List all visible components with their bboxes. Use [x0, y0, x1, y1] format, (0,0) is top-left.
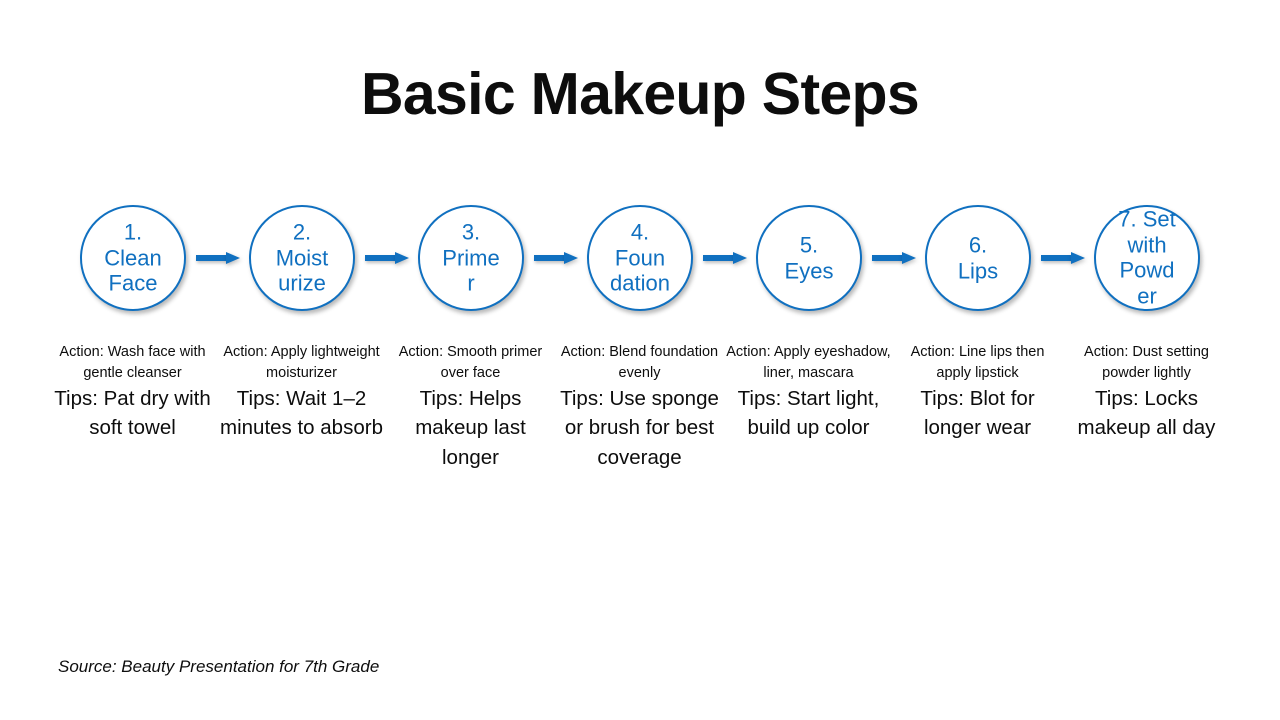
arrow-head: [1071, 252, 1085, 264]
step-action-text-3: Action: Smooth primer over face: [398, 344, 543, 381]
arrow-right-icon: [196, 252, 240, 264]
step-tips-text-1: Tips: Pat dry with soft towel: [54, 387, 211, 440]
step-circle-5: [756, 205, 862, 311]
arrow-right-icon: [872, 252, 916, 264]
step-tips-text-4: Tips: Use sponge or brush for best cover…: [560, 387, 719, 469]
step-tips-text-6: Tips: Blot for longer wear: [920, 387, 1035, 440]
step-action-text-6: Action: Line lips then apply lipstick: [910, 344, 1045, 381]
arrow-shaft: [365, 255, 397, 261]
arrow-right-icon: [534, 252, 578, 264]
step-circle-6: [925, 205, 1031, 311]
arrow-head: [733, 252, 747, 264]
step-node-6[interactable]: 6. Lips: [925, 205, 1031, 311]
step-tips-text-3: Tips: Helps makeup last longer: [415, 387, 526, 469]
step-circle-1: [80, 205, 186, 311]
step-circle-2: [249, 205, 355, 311]
arrow-shaft: [534, 255, 566, 261]
step-circle-7: [1094, 205, 1200, 311]
process-flow-diagram: 1. Clean Face 2. Moisturize 3. Primer 4. Fo…: [80, 205, 1200, 311]
arrow-right-icon: [703, 252, 747, 264]
step-circle-3: [418, 205, 524, 311]
step-node-5[interactable]: 5. Eyes: [756, 205, 862, 311]
step-action-text-7: Action: Dust setting powder lightly: [1084, 344, 1209, 381]
step-node-2[interactable]: 2. Moisturize: [249, 205, 355, 311]
arrow-shaft: [1041, 255, 1073, 261]
step-action-text-1: Action: Wash face with gentle cleanser: [59, 344, 206, 381]
arrow-right-icon: [365, 252, 409, 264]
arrow-head: [902, 252, 916, 264]
step-node-3[interactable]: 3. Primer: [418, 205, 524, 311]
step-node-4[interactable]: 4. Foundation: [587, 205, 693, 311]
arrow-right-icon: [1041, 252, 1085, 264]
page-title: Basic Makeup Steps: [361, 61, 920, 127]
source-note: Source: Beauty Presentation for 7th Grad…: [58, 657, 380, 676]
step-node-1[interactable]: 1. Clean Face: [80, 205, 186, 311]
step-tips-text-7: Tips: Locks makeup all day: [1077, 387, 1216, 440]
arrow-head: [564, 252, 578, 264]
step-action-text-2: Action: Apply lightweight moisturizer: [223, 344, 380, 381]
step-action-text-5: Action: Apply eyeshadow, liner, mascara: [726, 344, 891, 381]
step-node-7[interactable]: 7. Set with Powder: [1094, 205, 1200, 311]
arrow-shaft: [196, 255, 228, 261]
step-tips-text-2: Tips: Wait 1–2 minutes to absorb: [220, 387, 383, 440]
step-tips-text-5: Tips: Start light, build up color: [737, 387, 880, 440]
arrow-head: [226, 252, 240, 264]
step-action-text-4: Action: Blend foundation evenly: [560, 344, 719, 381]
arrow-shaft: [703, 255, 735, 261]
arrow-head: [395, 252, 409, 264]
step-circle-4: [587, 205, 693, 311]
arrow-shaft: [872, 255, 904, 261]
